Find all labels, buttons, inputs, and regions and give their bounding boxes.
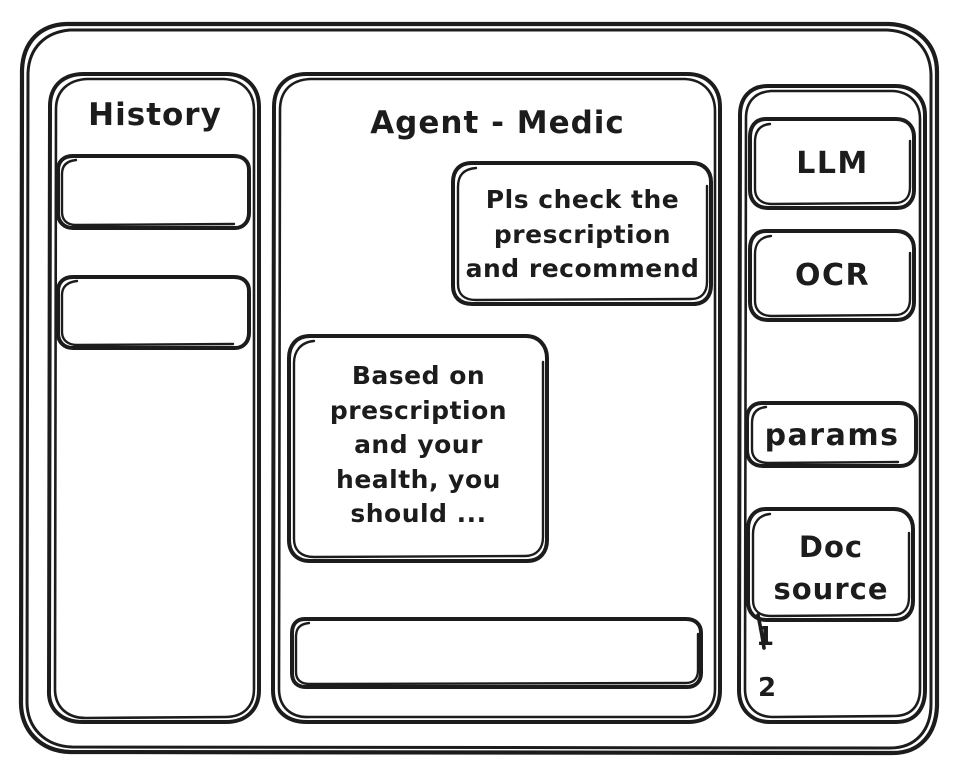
tool-chip-params[interactable]: params [747, 403, 917, 467]
history-item-1[interactable] [58, 156, 250, 229]
tool-chip-ocr-label: OCR [794, 258, 871, 293]
history-item-2[interactable] [58, 277, 250, 349]
tool-chip-llm[interactable]: LLM [750, 119, 915, 209]
doc-source-item-2[interactable]: 2 [758, 673, 777, 703]
agent-message-text: Based on prescription and your health, y… [329, 361, 508, 528]
agent-panel-title: Agent - Medic [370, 105, 625, 141]
tool-chip-params-label: params [764, 418, 900, 453]
tool-chip-ocr[interactable]: OCR [750, 231, 915, 321]
message-composer-input[interactable] [292, 619, 702, 688]
user-message-text: Pls check the prescription and recommend [465, 185, 700, 283]
tool-chip-doc-source[interactable]: Doc source [748, 509, 914, 621]
tool-chip-llm-label: LLM [796, 146, 869, 181]
history-panel-title: History [88, 97, 222, 133]
tool-chip-doc-source-label: Doc source [773, 530, 889, 607]
user-message-bubble: Pls check the prescription and recommend [453, 163, 712, 305]
agent-message-bubble: Based on prescription and your health, y… [289, 336, 548, 562]
doc-source-item-1[interactable]: 1 [756, 622, 775, 652]
